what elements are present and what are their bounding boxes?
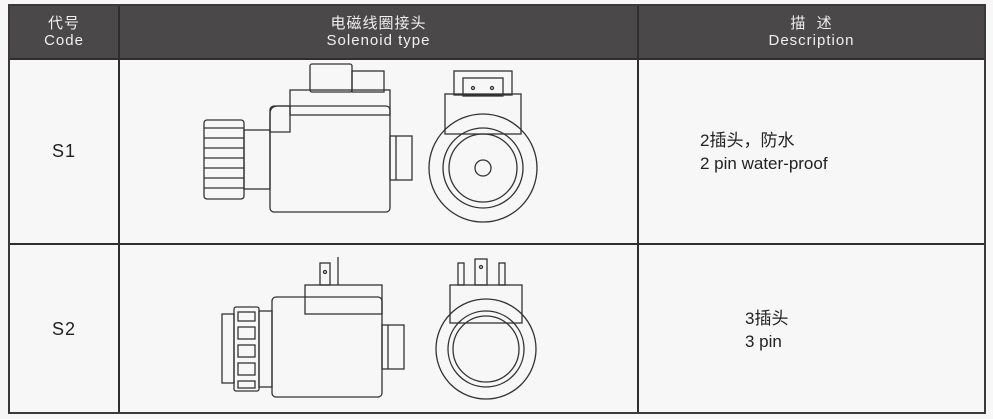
description-en: 2 pin water-proof [700, 153, 828, 173]
table-row-description: 2插头，防水 2 pin water-proof [700, 60, 980, 243]
header-code-zh: 代号 [47, 15, 80, 32]
description-zh: 3插头 [745, 308, 789, 328]
solenoid-3pin-drawing [221, 257, 537, 400]
code-s2: S2 [51, 319, 77, 339]
solenoid-type-table: 代号 Code 电磁线圈接头 Solenoid type 描 述 Descrip… [8, 4, 986, 414]
column-divider [118, 6, 120, 412]
description-zh: 2插头，防水 [700, 130, 795, 150]
header-type-zh: 电磁线圈接头 [330, 15, 427, 32]
header-code: 代号 Code [10, 6, 118, 58]
header-description-en: Description [768, 32, 855, 49]
table-header: 代号 Code 电磁线圈接头 Solenoid type 描 述 Descrip… [10, 6, 984, 60]
solenoid-2pin-drawing [203, 63, 538, 223]
description-en: 3 pin [745, 331, 782, 351]
header-type: 电磁线圈接头 Solenoid type [120, 6, 637, 58]
header-description-zh: 描 述 [790, 15, 833, 32]
table-row-code: S1 [10, 60, 118, 243]
header-description: 描 述 Description [639, 6, 984, 58]
code-s1: S1 [51, 141, 77, 161]
row-divider [10, 243, 984, 245]
column-divider [637, 6, 639, 412]
header-type-en: Solenoid type [326, 32, 431, 49]
header-code-en: Code [44, 32, 84, 49]
table-row-code: S2 [10, 245, 118, 414]
table-row-description: 3插头 3 pin [745, 245, 975, 414]
